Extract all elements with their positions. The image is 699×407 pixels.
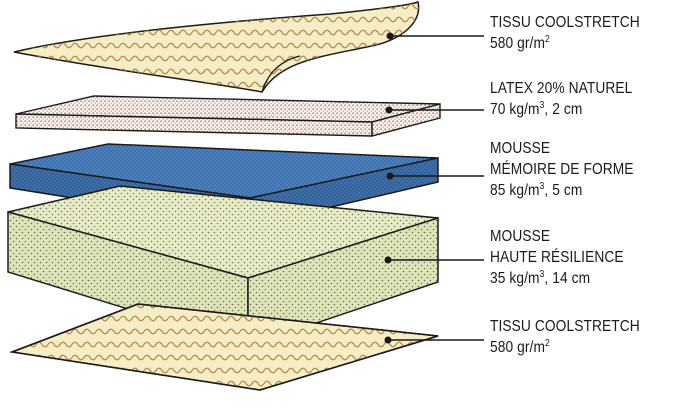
label-memory-foam: MOUSSE MÉMOIRE DE FORME 85 kg/m3, 5 cm xyxy=(490,138,634,201)
label-top-fabric: TISSU COOLSTRETCH 580 gr/m2 xyxy=(490,12,640,54)
latex-layer xyxy=(15,95,441,137)
label-latex: LATEX 20% NATUREL 70 kg/m3, 2 cm xyxy=(490,78,632,120)
label-resilience-foam-spec: 35 kg/m3, 14 cm xyxy=(490,269,591,288)
top-fabric-layer xyxy=(13,0,420,93)
label-latex-name: LATEX 20% NATUREL xyxy=(490,80,633,97)
leader-lines xyxy=(384,32,484,344)
leader-dot-top-fabric xyxy=(386,32,394,40)
label-bottom-fabric: TISSU COOLSTRETCH 580 gr/m2 xyxy=(490,316,640,358)
label-latex-spec: 70 kg/m3, 2 cm xyxy=(490,100,583,119)
bottom-fabric-layer xyxy=(9,303,439,391)
label-resilience-foam-type: HAUTE RÉSILIENCE xyxy=(490,249,624,266)
label-memory-foam-name: MOUSSE xyxy=(490,140,551,157)
label-bottom-fabric-name: TISSU COOLSTRETCH xyxy=(490,318,640,335)
label-bottom-fabric-spec: 580 gr/m2 xyxy=(490,338,550,357)
label-top-fabric-spec: 580 gr/m2 xyxy=(490,34,550,53)
leader-dot-latex xyxy=(385,106,393,114)
leader-dot-resilience-foam xyxy=(384,256,392,264)
label-resilience-foam-name: MOUSSE xyxy=(490,228,551,245)
label-top-fabric-name: TISSU COOLSTRETCH xyxy=(490,14,640,31)
label-resilience-foam: MOUSSE HAUTE RÉSILIENCE 35 kg/m3, 14 cm xyxy=(490,226,624,289)
label-memory-foam-spec: 85 kg/m3, 5 cm xyxy=(490,181,583,200)
leader-dot-bottom-fabric xyxy=(384,336,392,344)
label-memory-foam-type: MÉMOIRE DE FORME xyxy=(490,161,634,178)
leader-dot-memory-foam xyxy=(386,172,394,180)
